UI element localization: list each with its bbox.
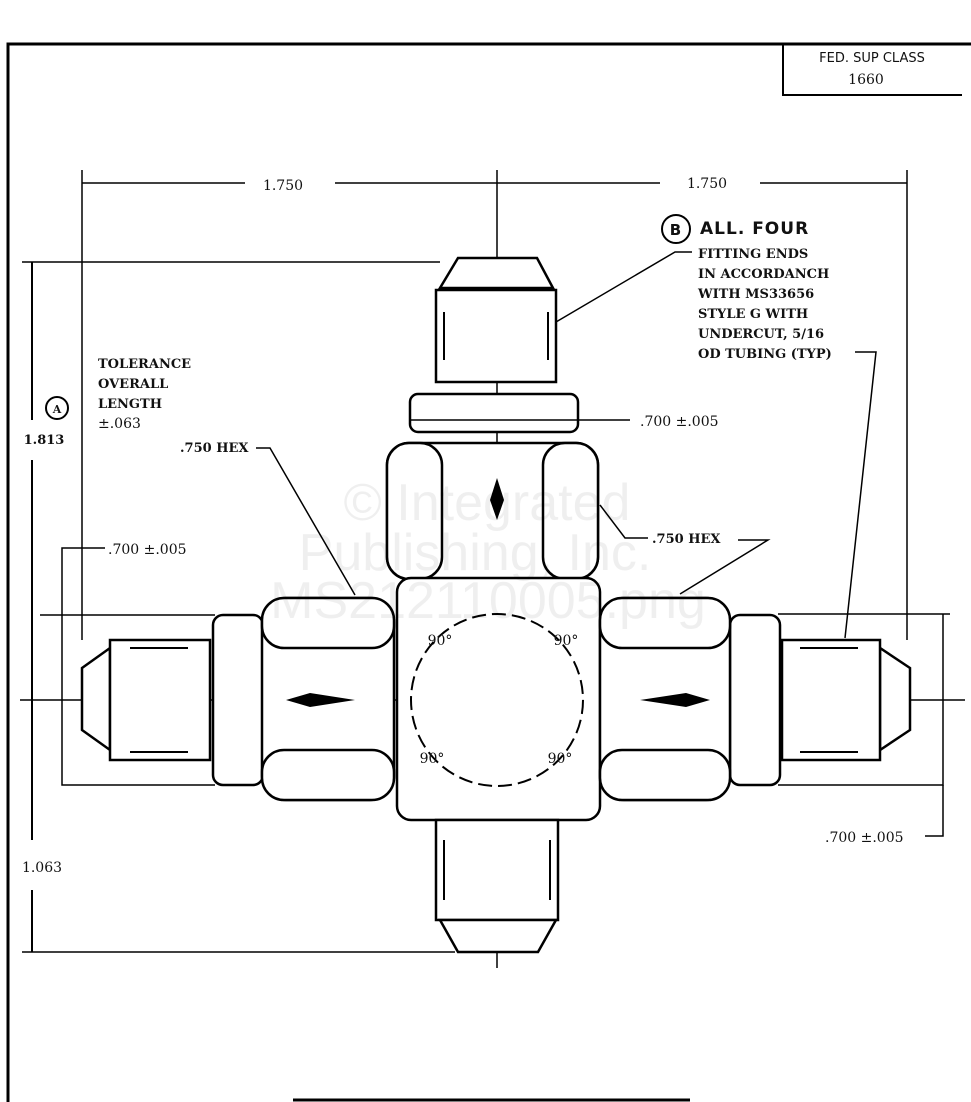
note-b-marker: B <box>670 221 682 239</box>
svg-text:Publishing, Inc.: Publishing, Inc. <box>299 524 652 582</box>
note-a-marker: A <box>52 403 62 416</box>
top-fitting <box>385 256 600 581</box>
title-block-label: FED. SUP CLASS <box>819 51 925 66</box>
bottom-fitting <box>434 818 560 954</box>
note-b: B ALL. FOUR FITTING ENDS IN ACCORDANCH W… <box>555 214 877 639</box>
svg-text:OD TUBING (TYP): OD TUBING (TYP) <box>698 347 832 362</box>
svg-text:±.063: ±.063 <box>98 416 141 432</box>
svg-text:IN ACCORDANCH: IN ACCORDANCH <box>698 267 829 282</box>
top-dimension: 1.750 1.750 <box>81 170 908 640</box>
svg-text:FITTING ENDS: FITTING ENDS <box>698 247 808 262</box>
hex-leaders: .750 HEX .750 HEX <box>180 441 771 596</box>
angle-label: 90° <box>428 633 453 649</box>
hex-label-right: .750 HEX <box>652 532 721 547</box>
svg-text:UNDERCUT, 5/16: UNDERCUT, 5/16 <box>698 327 824 342</box>
svg-text:© Integrated: © Integrated <box>344 474 631 532</box>
svg-text:WITH MS33656: WITH MS33656 <box>697 287 814 302</box>
dim-lower-height: 1.063 <box>22 860 62 876</box>
svg-text:TOLERANCE: TOLERANCE <box>98 357 191 372</box>
dim-top-right: 1.750 <box>687 176 727 192</box>
note-b-heading: ALL. FOUR <box>700 219 809 239</box>
vertical-dimension: 1.813 1.063 A <box>22 261 455 953</box>
dim-flange-right: .700 ±.005 <box>825 830 904 846</box>
svg-text:LENGTH: LENGTH <box>98 397 162 412</box>
dim-overall-height: 1.813 <box>24 433 65 448</box>
dim-flange-left: .700 ±.005 <box>108 542 187 558</box>
title-block-value: 1660 <box>848 72 884 88</box>
hex-label-left: .750 HEX <box>180 441 249 456</box>
flange-dimensions: .700 ±.005 .700 ±.005 .700 ±.005 <box>40 414 950 846</box>
angle-label: 90° <box>548 751 573 767</box>
angle-label: 90° <box>420 751 445 767</box>
svg-text:MS212110005.png: MS212110005.png <box>270 572 706 630</box>
watermark: © Integrated Publishing, Inc. MS21211000… <box>270 474 706 630</box>
svg-text:STYLE G WITH: STYLE G WITH <box>698 307 808 322</box>
drawing-frame <box>6 42 971 1102</box>
angle-label: 90° <box>554 633 579 649</box>
dim-flange-top: .700 ±.005 <box>640 414 719 430</box>
left-fitting <box>80 596 396 802</box>
right-fitting <box>598 596 912 802</box>
dim-top-left: 1.750 <box>263 178 303 194</box>
title-block: FED. SUP CLASS 1660 <box>782 44 962 96</box>
note-a: TOLERANCE OVERALL LENGTH ±.063 <box>98 357 191 432</box>
svg-text:OVERALL: OVERALL <box>98 377 168 392</box>
